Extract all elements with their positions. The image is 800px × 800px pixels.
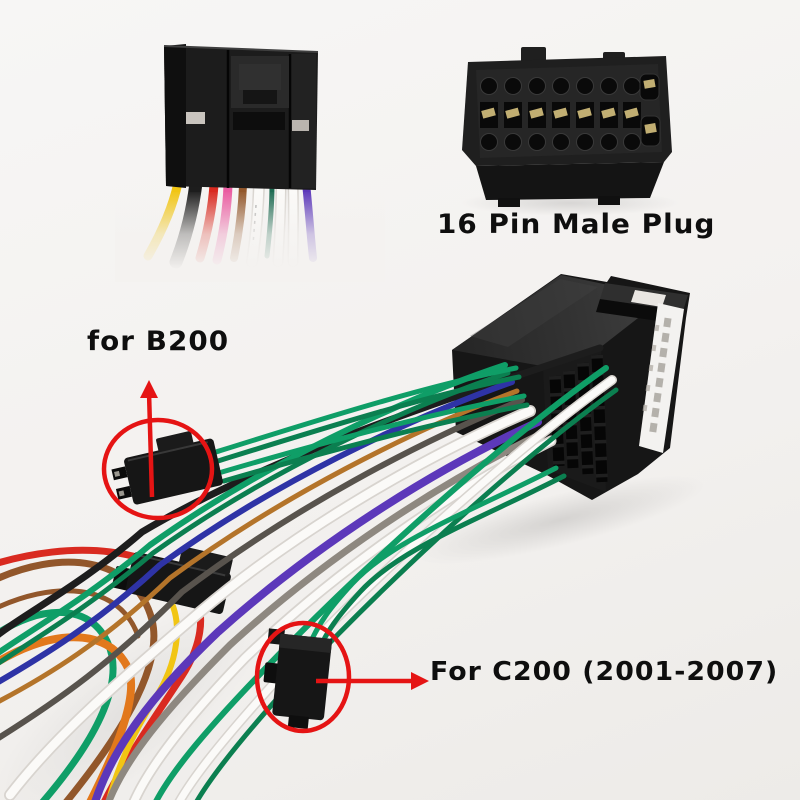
wire-purple [91,418,542,800]
wire-green-b200 [215,374,522,464]
connector-body [272,634,332,721]
connector-top-face [279,633,333,653]
male-plug [462,47,672,207]
pin-tip-bottom [115,485,133,500]
wire-green-c200 [314,473,567,657]
product-label [639,303,684,453]
b200-arrow-shaft [146,391,155,498]
plug-foot-right [598,196,620,205]
latch-window-right [292,120,309,131]
plug-bottom-face [476,162,664,200]
pin-holes-bottom-row [480,133,641,151]
connector-latch [178,546,233,577]
pin-metal [114,470,121,477]
housing-top-bevel [163,45,319,53]
housing-seams [226,50,292,188]
housing-left-face [164,44,186,188]
c200-circle [254,620,352,734]
gold-pin-power-top [643,79,656,89]
wire-green [153,365,609,800]
gold-pin-power-bottom [644,123,657,134]
latch-tab [239,64,281,90]
latch-recess [243,90,277,104]
plug-foot-left [498,198,520,207]
latch-slot [631,290,666,307]
c200-arrowhead [411,672,429,690]
wire-brown-thin [0,588,141,639]
male-plug-pins [480,73,661,151]
connector-latch [156,431,194,453]
c200-connector [263,628,333,729]
wire-gray-dark [0,397,525,741]
pin-metal [118,490,125,497]
male-plug-caption: 16 Pin Male Plug [437,209,716,240]
b200-annotation [101,380,215,521]
female-connector [115,44,385,282]
b200-circle [101,417,215,521]
wire-green-c200 [306,465,559,649]
wire-green-stripe [0,370,511,666]
b200-arrowhead [140,380,158,398]
latch-step [233,112,285,130]
release-latch [596,283,688,324]
gold-pins [481,107,639,119]
connector-bump [263,662,280,684]
adapter-shadow [414,475,706,565]
c200-caption: For C200 (2001-2007) [430,657,779,687]
label-strip [639,303,684,453]
wire-green [0,362,508,656]
sm-connector-loose [111,546,233,614]
female-connector-body [163,44,319,190]
plug-tab-left [521,47,546,63]
b200-caption: for B200 [87,326,230,357]
top-face-sheen [470,279,598,347]
c200-annotation [254,620,429,734]
wire-green-b200 [213,365,519,455]
latch-window-left [186,112,205,124]
wire-green-b200 [221,402,530,484]
wire-green-b200 [219,393,527,475]
label-print-marks [642,317,672,433]
photo-fade [115,192,385,282]
pin-holes-top-row [480,77,641,95]
harness-bundle [0,344,619,800]
connector-highlight [127,441,208,462]
connector-foot [287,714,309,729]
wire-gray [105,428,549,800]
